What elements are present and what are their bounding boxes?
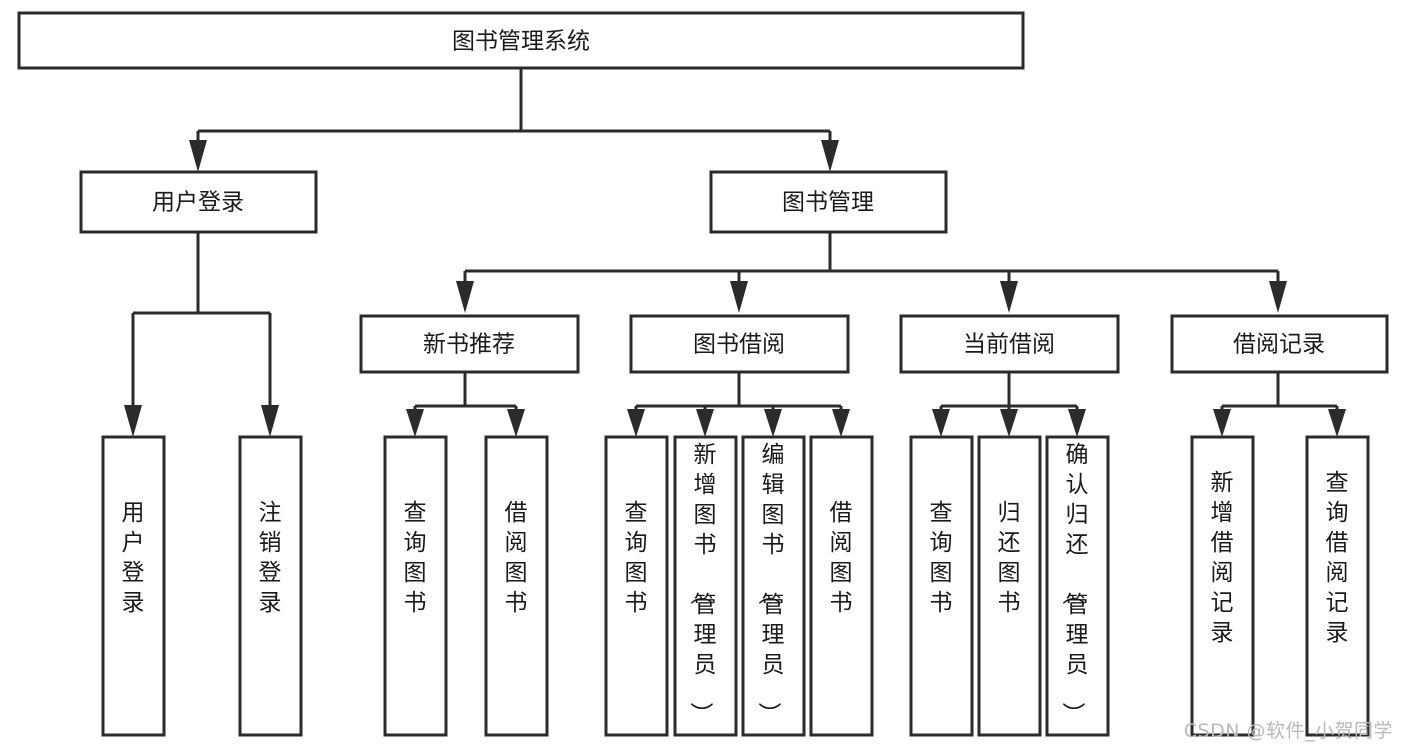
connector-group-book-manage: [456, 232, 1287, 313]
arrow-borrow-leaf-1-icon: [627, 409, 645, 437]
leaf-add-borrow-record-box[interactable]: [1190, 435, 1255, 737]
arrow-book-to-borrow-icon: [730, 281, 748, 313]
leaf-query-book-newrec[interactable]: 查询图书: [383, 435, 448, 737]
arrow-user-leaf-1-icon: [124, 405, 142, 437]
node-root-box[interactable]: [17, 11, 1025, 70]
connector-group-book-borrow: [627, 372, 850, 437]
node-current-borrow-label: 当前借阅: [963, 332, 1055, 358]
leaf-return-book-label: 归还图书: [998, 500, 1021, 616]
leaf-query-book-newrec-label: 查询图书: [404, 500, 427, 616]
leaf-confirm-return-admin-box[interactable]: [1045, 435, 1110, 737]
node-new-book-recommend[interactable]: 新书推荐: [359, 314, 580, 374]
leaf-user-login-label: 用户登录: [122, 500, 145, 616]
leaf-add-borrow-record[interactable]: 新增借阅记录: [1190, 435, 1255, 737]
node-borrow-record[interactable]: 借阅记录: [1170, 314, 1389, 374]
arrow-newbook-leaf-2-icon: [507, 409, 525, 437]
leaf-query-book-borrow[interactable]: 查询图书: [604, 435, 669, 737]
node-book-management-label: 图书管理: [782, 190, 874, 216]
arrow-borrow-leaf-4-icon: [832, 409, 850, 437]
node-root-label: 图书管理系统: [452, 29, 590, 55]
leaf-confirm-return-admin[interactable]: 确认归还（管理员）: [1045, 435, 1110, 737]
arrow-current-leaf-1-icon: [932, 409, 950, 437]
leaf-borrow-book-newrec-label: 借阅图书: [505, 500, 528, 616]
node-book-management[interactable]: 图书管理: [709, 170, 948, 234]
leaf-add-book-admin-box[interactable]: [673, 435, 738, 737]
leaf-query-borrow-record-box[interactable]: [1305, 435, 1370, 737]
arrow-book-to-newbook-icon: [456, 281, 474, 313]
arrow-root-to-book-icon: [821, 140, 839, 172]
node-book-borrow-label: 图书借阅: [693, 332, 785, 358]
arrow-book-to-record-icon: [1269, 281, 1287, 313]
leaf-query-book-current[interactable]: 查询图书: [909, 435, 974, 737]
leaf-query-borrow-record-label: 查询借阅记录: [1326, 470, 1349, 646]
connector-group-borrow-record: [1213, 372, 1346, 437]
csdn-watermark: CSDN @软件_小贺同学: [1183, 720, 1393, 742]
arrow-record-leaf-2-icon: [1328, 409, 1346, 437]
arrow-record-leaf-1-icon: [1213, 409, 1231, 437]
leaf-query-book-current-box[interactable]: [909, 435, 974, 737]
leaf-query-book-current-label: 查询图书: [930, 500, 953, 616]
arrow-book-to-current-icon: [1000, 281, 1018, 313]
leaf-borrow-book-borrow-label: 借阅图书: [830, 500, 853, 616]
leaf-query-book-borrow-label: 查询图书: [625, 500, 648, 616]
leaf-edit-book-admin[interactable]: 编辑图书（管理员）: [741, 435, 806, 737]
connector-group-user-login: [124, 232, 279, 437]
arrow-newbook-leaf-1-icon: [406, 409, 424, 437]
leaf-borrow-book-newrec[interactable]: 借阅图书: [484, 435, 549, 737]
leaf-return-book[interactable]: 归还图书: [977, 435, 1042, 737]
leaf-return-book-box[interactable]: [977, 435, 1042, 737]
arrow-borrow-leaf-3-icon: [764, 409, 782, 437]
leaf-add-book-admin-label: 新增图书（管理员）: [688, 442, 717, 725]
node-user-login-label: 用户登录: [152, 190, 244, 216]
node-borrow-record-box[interactable]: [1170, 314, 1389, 374]
leaf-logout[interactable]: 注销登录: [238, 435, 303, 737]
connector-group-new-book-rec: [406, 372, 525, 437]
leaf-borrow-book-borrow[interactable]: 借阅图书: [809, 435, 874, 737]
connector-group-root: [189, 68, 839, 172]
node-current-borrow-box[interactable]: [899, 314, 1120, 374]
arrow-current-leaf-3-icon: [1068, 409, 1086, 437]
leaf-logout-label: 注销登录: [259, 500, 282, 616]
node-book-borrow-box[interactable]: [629, 314, 850, 374]
leaf-confirm-return-admin-label: 确认归还（管理员）: [1060, 442, 1089, 725]
leaf-borrow-book-newrec-box[interactable]: [484, 435, 549, 737]
leaf-user-login-box[interactable]: [101, 435, 166, 737]
leaf-query-book-borrow-box[interactable]: [604, 435, 669, 737]
leaf-edit-book-admin-label: 编辑图书（管理员）: [756, 442, 785, 725]
arrow-user-leaf-2-icon: [261, 405, 279, 437]
node-user-login[interactable]: 用户登录: [79, 170, 318, 234]
leaf-logout-box[interactable]: [238, 435, 303, 737]
arrow-borrow-leaf-2-icon: [696, 409, 714, 437]
node-user-login-box[interactable]: [79, 170, 318, 234]
node-book-management-box[interactable]: [709, 170, 948, 234]
node-current-borrow[interactable]: 当前借阅: [899, 314, 1120, 374]
node-book-borrow[interactable]: 图书借阅: [629, 314, 850, 374]
leaf-query-book-newrec-box[interactable]: [383, 435, 448, 737]
leaf-user-login[interactable]: 用户登录: [101, 435, 166, 737]
leaf-edit-book-admin-box[interactable]: [741, 435, 806, 737]
leaf-borrow-book-borrow-box[interactable]: [809, 435, 874, 737]
leaf-add-book-admin[interactable]: 新增图书（管理员）: [673, 435, 738, 737]
arrow-root-to-user-icon: [189, 140, 207, 172]
arrow-current-leaf-2-icon: [1000, 409, 1018, 437]
connector-group-current-borrow: [932, 372, 1086, 437]
node-new-book-recommend-label: 新书推荐: [423, 332, 515, 358]
node-new-book-recommend-box[interactable]: [359, 314, 580, 374]
leaf-add-borrow-record-label: 新增借阅记录: [1211, 470, 1234, 646]
leaf-query-borrow-record[interactable]: 查询借阅记录: [1305, 435, 1370, 737]
node-root[interactable]: 图书管理系统: [17, 11, 1025, 70]
node-borrow-record-label: 借阅记录: [1233, 332, 1325, 358]
